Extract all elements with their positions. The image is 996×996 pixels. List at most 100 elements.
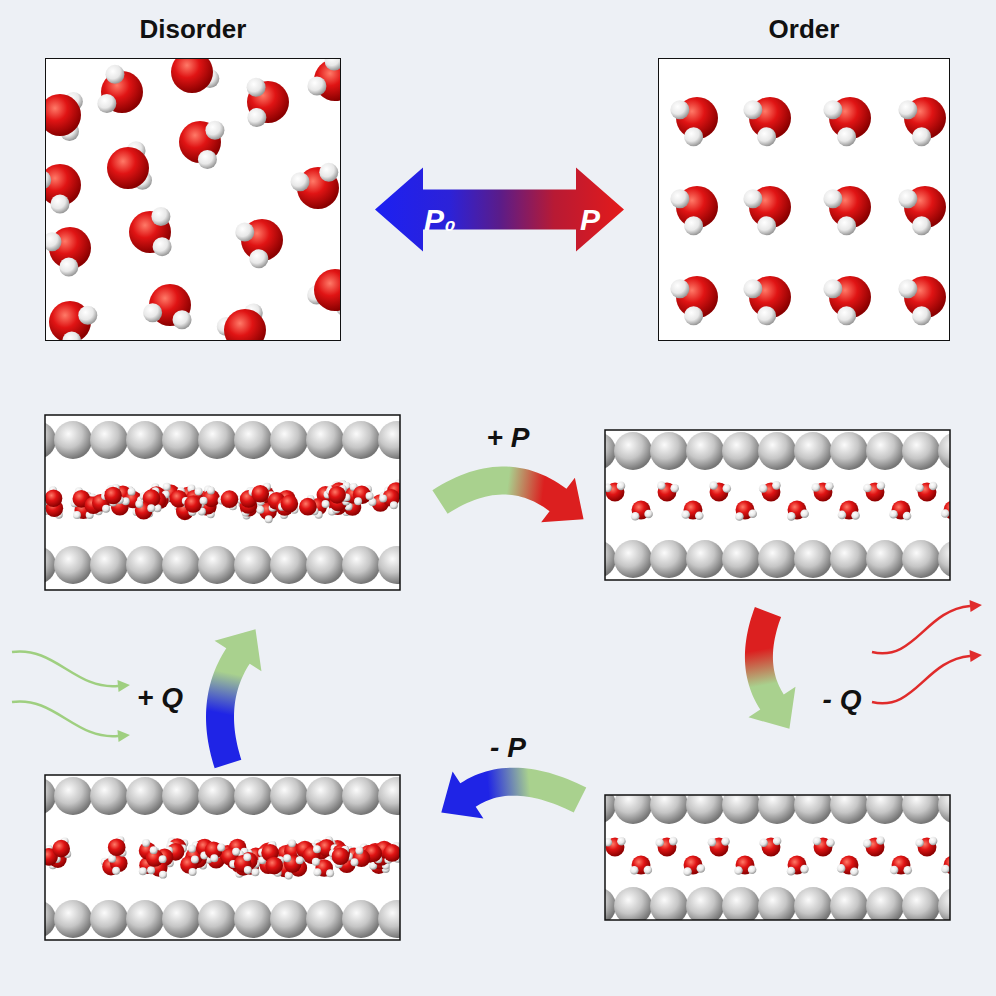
carbon-sphere xyxy=(342,421,380,459)
hydrogen-atom xyxy=(379,494,387,502)
water-molecule xyxy=(129,207,172,256)
hydrogen-atom xyxy=(251,868,259,876)
water-molecule xyxy=(108,836,127,857)
hydrogen-atom xyxy=(773,837,782,846)
carbon-sphere xyxy=(614,887,652,920)
hydrogen-atom xyxy=(898,189,917,208)
hydrogen-atom xyxy=(890,866,899,875)
carbon-sphere xyxy=(306,777,344,815)
carbon-sphere xyxy=(306,421,344,459)
hydrogen-atom xyxy=(217,843,225,851)
water-molecule xyxy=(217,303,266,341)
confined-order-panel xyxy=(605,432,950,578)
water-molecule xyxy=(630,856,652,875)
hydrogen-atom xyxy=(325,58,341,71)
heat-wave xyxy=(872,656,970,703)
label-holder: P₀ xyxy=(424,203,456,236)
hydrogen-atom xyxy=(102,505,110,513)
hydrogen-atom xyxy=(173,310,192,329)
hydrogen-atom xyxy=(697,864,706,873)
confined-disorder-panel-ground xyxy=(45,775,400,940)
carbon-sphere xyxy=(830,432,868,470)
hydrogen-atom xyxy=(825,482,834,491)
hydrogen-atom xyxy=(313,868,321,876)
hydrogen-atom xyxy=(669,837,678,846)
water-molecule xyxy=(709,481,731,501)
water-molecule xyxy=(735,501,757,521)
hydrogen-atom xyxy=(670,484,679,493)
order-molecules-ground xyxy=(658,58,950,341)
carbon-sphere xyxy=(198,777,236,815)
hydrogen-atom xyxy=(205,121,224,140)
oxygen-atom xyxy=(314,269,341,311)
hydrogen-atom xyxy=(147,504,155,512)
water-molecule xyxy=(329,846,349,865)
hydrogen-atom xyxy=(142,839,150,847)
water-molecule xyxy=(787,856,809,876)
hydrogen-atom xyxy=(759,484,768,493)
carbon-sphere xyxy=(614,795,652,824)
carbon-sphere xyxy=(90,900,128,938)
cycle-arrow xyxy=(441,768,586,819)
hydrogen-atom xyxy=(838,511,847,520)
water-molecule xyxy=(218,490,239,510)
water-molecule xyxy=(915,837,937,857)
water-molecule xyxy=(45,164,81,214)
oxygen-atom xyxy=(265,857,283,875)
hydrogen-atom xyxy=(188,845,196,853)
water-molecule xyxy=(683,856,705,876)
water-molecule xyxy=(383,842,400,863)
pressure-symbol: P xyxy=(580,203,600,236)
carbon-sphere xyxy=(866,795,904,824)
carbon-sphere xyxy=(198,546,236,584)
carbon-sphere xyxy=(650,795,688,824)
hydrogen-atom xyxy=(97,94,116,113)
water-molecule xyxy=(326,485,347,504)
water-molecule xyxy=(823,97,871,146)
hydrogen-atom xyxy=(135,500,143,508)
hydrogen-atom xyxy=(108,855,116,863)
hydrogen-atom xyxy=(354,497,362,505)
hydrogen-atom xyxy=(296,856,304,864)
hydrogen-atom xyxy=(256,506,264,514)
hydrogen-atom xyxy=(195,488,203,496)
hydrogen-atom xyxy=(617,837,626,846)
hydrogen-atom xyxy=(243,853,251,861)
carbon-sphere xyxy=(162,777,200,815)
hydrogen-atom xyxy=(837,306,856,325)
carbon-sphere xyxy=(90,546,128,584)
hydrogen-atom xyxy=(800,510,809,519)
carbon-sphere xyxy=(126,546,164,584)
carbon-sphere xyxy=(722,432,760,470)
carbon-sphere xyxy=(938,540,950,578)
water-molecule xyxy=(180,855,199,875)
label-holder: + P xyxy=(487,423,530,454)
hydrogen-atom xyxy=(721,837,730,846)
water-molecule xyxy=(941,501,950,521)
water-molecule xyxy=(379,489,400,509)
water-molecule xyxy=(205,841,225,862)
heat-wave xyxy=(12,701,118,736)
hydrogen-atom xyxy=(851,511,860,520)
hydrogen-atom xyxy=(877,482,886,491)
water-molecule xyxy=(303,845,321,866)
water-molecule xyxy=(898,186,946,235)
disorder-molecules-ground xyxy=(45,58,341,341)
oxygen-atom xyxy=(184,495,202,513)
water-molecule xyxy=(350,846,370,867)
hydrogen-atom xyxy=(50,195,69,214)
carbon-sphere xyxy=(605,795,616,824)
hydrogen-atom xyxy=(863,839,872,848)
confined-disorder-panel xyxy=(45,777,400,938)
carbon-sphere xyxy=(378,900,400,938)
hydrogen-atom xyxy=(823,100,842,119)
hydrogen-atom xyxy=(322,500,330,508)
water-molecule xyxy=(234,853,252,874)
hydrogen-atom xyxy=(757,306,776,325)
water-molecule xyxy=(235,219,283,268)
water-molecule xyxy=(655,837,677,857)
hydrogen-atom xyxy=(390,501,398,509)
water-molecule xyxy=(823,276,871,325)
hydrogen-atom xyxy=(207,486,215,494)
hydrogen-atom xyxy=(210,854,218,862)
